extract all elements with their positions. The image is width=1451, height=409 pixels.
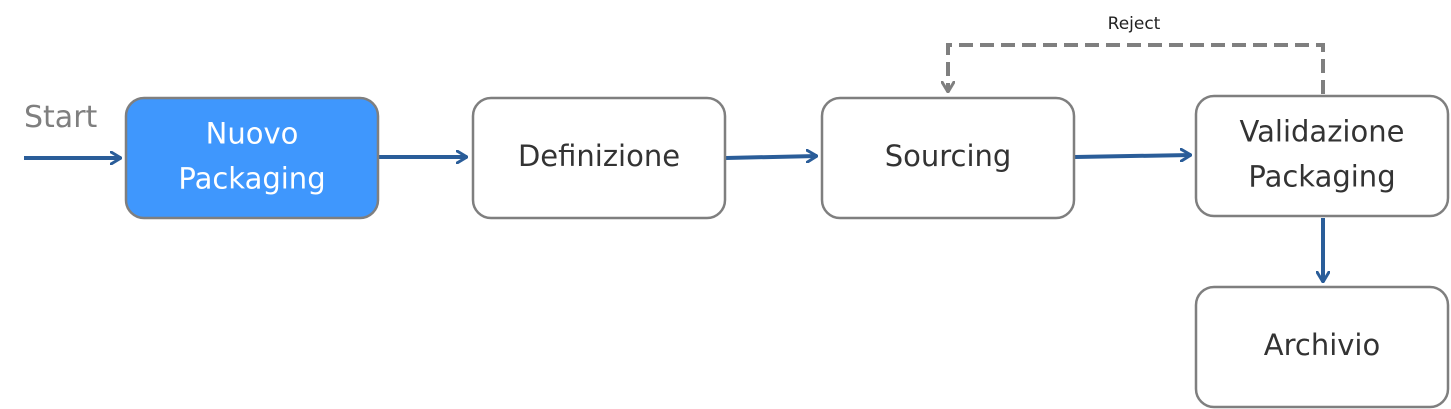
edge-validazione-packaging-to-sourcing — [948, 43, 1325, 94]
node-label: Validazione — [1240, 115, 1405, 149]
node-box — [471, 96, 727, 220]
node-label: Packaging — [178, 162, 325, 196]
node-definizione[interactable]: Definizione — [471, 96, 727, 220]
node-box — [1194, 94, 1450, 218]
node-label: Sourcing — [885, 139, 1012, 173]
node-label: Nuovo — [206, 117, 299, 151]
edge-definizione-to-sourcing — [725, 156, 817, 158]
node-box — [124, 96, 380, 220]
start-label: Start — [24, 100, 98, 135]
node-box — [1194, 285, 1450, 409]
node-archivio[interactable]: Archivio — [1194, 285, 1450, 409]
edges — [24, 43, 1325, 282]
node-sourcing[interactable]: Sourcing — [820, 96, 1076, 220]
node-label: Packaging — [1248, 160, 1395, 194]
node-box — [820, 96, 1076, 220]
edge-sourcing-to-validazione-packaging — [1074, 155, 1191, 157]
node-label: Definizione — [518, 139, 680, 173]
node-label: Archivio — [1264, 328, 1380, 362]
edge-label-reject: Reject — [1108, 14, 1161, 34]
